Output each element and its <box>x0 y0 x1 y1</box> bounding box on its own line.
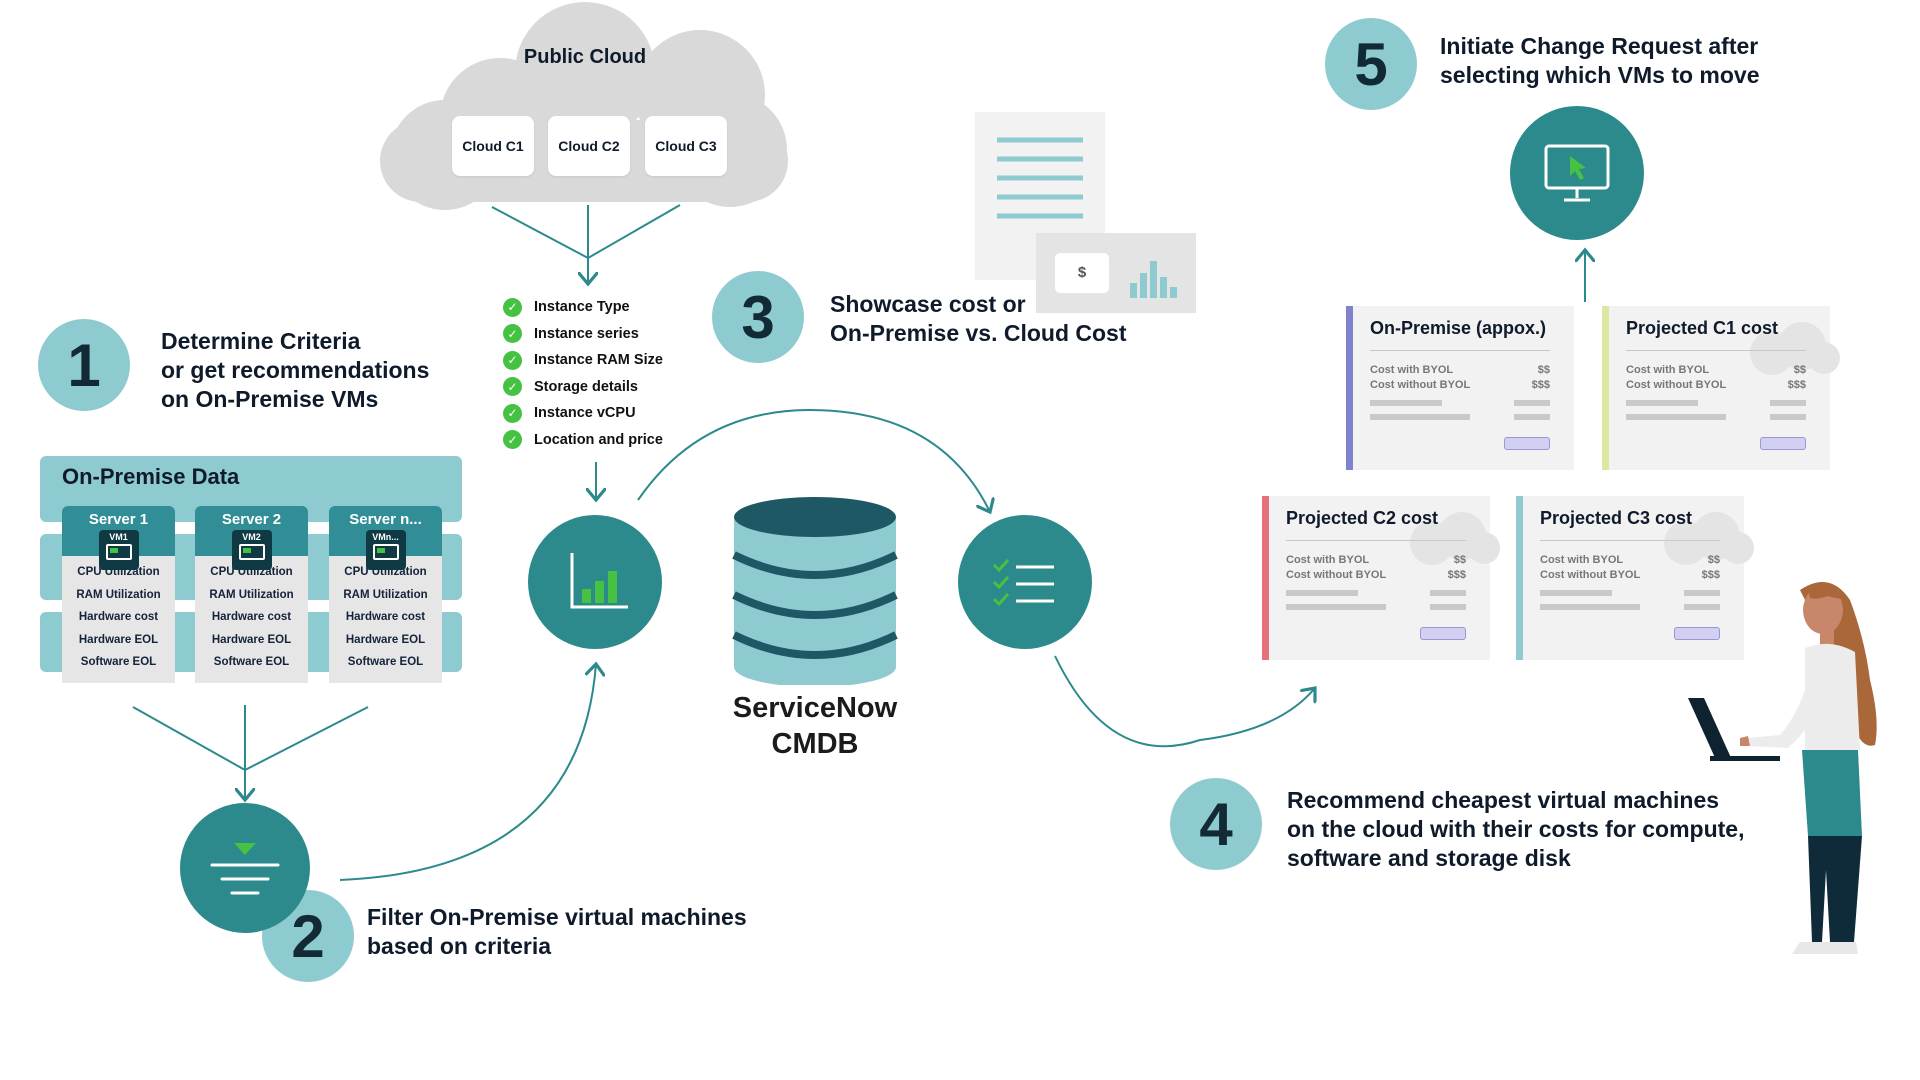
cloud-c1-box: Cloud C1 <box>452 116 534 176</box>
server-header: Server n... VMn... <box>329 506 442 570</box>
step-5-badge: 5 <box>1325 18 1417 110</box>
criteria-checklist: ✓Instance Type ✓Instance series ✓Instanc… <box>503 294 663 453</box>
report-summary-card: $ <box>1036 233 1196 313</box>
cost-card-c3: Projected C3 cost Cost with BYOL$$ Cost … <box>1516 496 1754 660</box>
vm-monitor-icon: VMn... <box>365 530 406 570</box>
person-with-laptop-illustration <box>1688 582 1877 954</box>
card-action-button[interactable] <box>1674 627 1720 640</box>
step-3-badge: 3 <box>712 271 804 363</box>
check-icon: ✓ <box>503 377 522 397</box>
vm-monitor-icon: VM1 <box>98 530 139 570</box>
cloud-c3-box: Cloud C3 <box>645 116 727 176</box>
on-premise-data-panel: On-Premise Data Server 1 VM1 CPU Utiliza… <box>40 456 462 683</box>
criteria-item: ✓Instance series <box>503 321 663 348</box>
cost-card-c2: Projected C2 cost Cost with BYOL$$ Cost … <box>1262 496 1500 660</box>
public-cloud-title: Public Cloud <box>523 46 647 68</box>
check-icon: ✓ <box>503 297 522 317</box>
step-4-badge: 4 <box>1170 778 1262 870</box>
check-icon: ✓ <box>503 350 522 370</box>
cost-card-on-premise: On-Premise (appox.) Cost with BYOL$$ Cos… <box>1346 306 1574 470</box>
criteria-item: ✓Instance Type <box>503 294 663 321</box>
on-premise-data-title: On-Premise Data <box>62 464 240 489</box>
criteria-item: ✓Instance RAM Size <box>503 347 663 374</box>
criteria-item: ✓Instance vCPU <box>503 400 663 427</box>
dollar-tag: $ <box>1055 253 1109 293</box>
change-request-monitor-icon <box>1510 106 1644 240</box>
card-action-button[interactable] <box>1760 437 1806 450</box>
cloud-c2-box: Cloud C2 <box>548 116 630 176</box>
check-icon: ✓ <box>503 403 522 423</box>
analytics-chart-icon <box>528 515 662 649</box>
mini-bar-chart-icon <box>1130 261 1177 298</box>
card-action-button[interactable] <box>1420 627 1466 640</box>
card-action-button[interactable] <box>1504 437 1550 450</box>
check-icon: ✓ <box>503 430 522 450</box>
criteria-item: ✓Storage details <box>503 374 663 401</box>
filter-icon <box>180 803 310 933</box>
criteria-item: ✓Location and price <box>503 427 663 454</box>
server-header: Server 2 VM2 <box>195 506 308 570</box>
step-1-badge: 1 <box>38 319 130 411</box>
check-icon: ✓ <box>503 324 522 344</box>
checklist-icon <box>958 515 1092 649</box>
vm-monitor-icon: VM2 <box>231 530 272 570</box>
cost-card-c1: Projected C1 cost Cost with BYOL$$ Cost … <box>1602 306 1840 470</box>
server-header: Server 1 VM1 <box>62 506 175 570</box>
database-icon <box>732 497 898 685</box>
